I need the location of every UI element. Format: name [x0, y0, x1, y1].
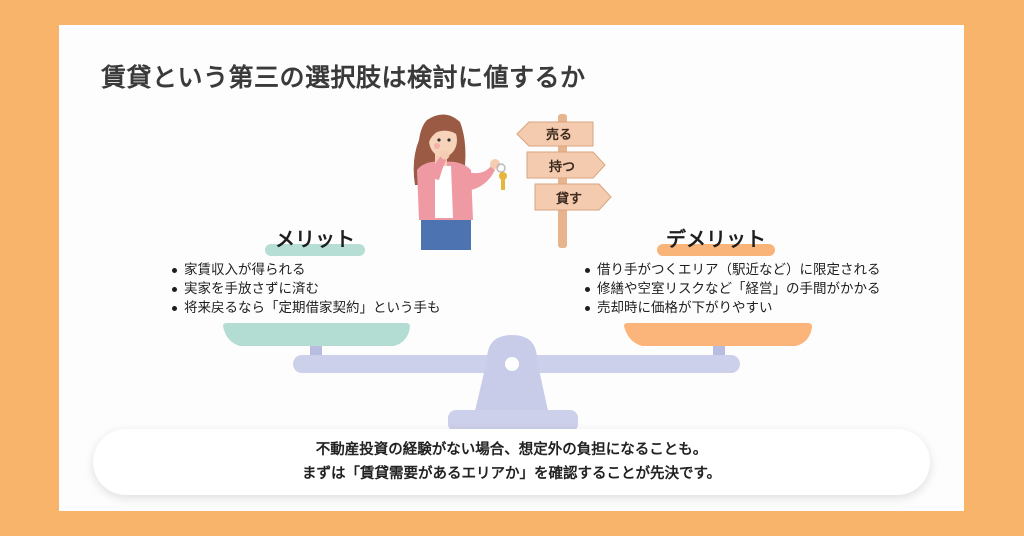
merits-heading: メリット	[265, 224, 365, 258]
merits-label: メリット	[275, 227, 355, 251]
note-line-2: まずは「賃貸需要があるエリアか」を確認することが先決です。	[301, 466, 722, 482]
signpost-illustration: 売る 持つ 貸す	[516, 114, 612, 248]
woman-holding-key-illustration	[413, 114, 507, 250]
merits-list: 家賃収入が得られる 実家を手放さずに済む 将来戻るなら「定期借家契約」という手も	[171, 261, 441, 318]
demerits-highlight	[657, 244, 775, 256]
demerits-list: 借り手がつくエリア（駅近など）に限定される 修繕や空室リスクなど「経営」の手間が…	[584, 261, 881, 318]
sign-keep: 持つ	[549, 159, 575, 175]
note-line-1: 不動産投資の経験がない場合、想定外の負担になることも。	[315, 442, 708, 458]
demerit-item: 修繕や空室リスクなど「経営」の手間がかかる	[584, 280, 881, 299]
merits-highlight	[265, 244, 365, 256]
sign-sell: 売る	[546, 127, 572, 143]
merit-item: 将来戻るなら「定期借家契約」という手も	[171, 299, 441, 318]
demerit-item: 借り手がつくエリア（駅近など）に限定される	[584, 261, 881, 280]
demerit-item: 売却時に価格が下がりやすい	[584, 299, 881, 318]
merit-item: 実家を手放さずに済む	[171, 280, 441, 299]
page-title: 賃貸という第三の選択肢は検討に値するか	[101, 63, 586, 92]
demerits-label: デメリット	[666, 227, 766, 251]
demerits-heading: デメリット	[657, 224, 775, 258]
sign-rent: 貸す	[556, 191, 582, 207]
merit-item: 家賃収入が得られる	[171, 261, 441, 280]
note-box: 不動産投資の経験がない場合、想定外の負担になることも。 まずは「賃貸需要があるエ…	[93, 429, 930, 495]
